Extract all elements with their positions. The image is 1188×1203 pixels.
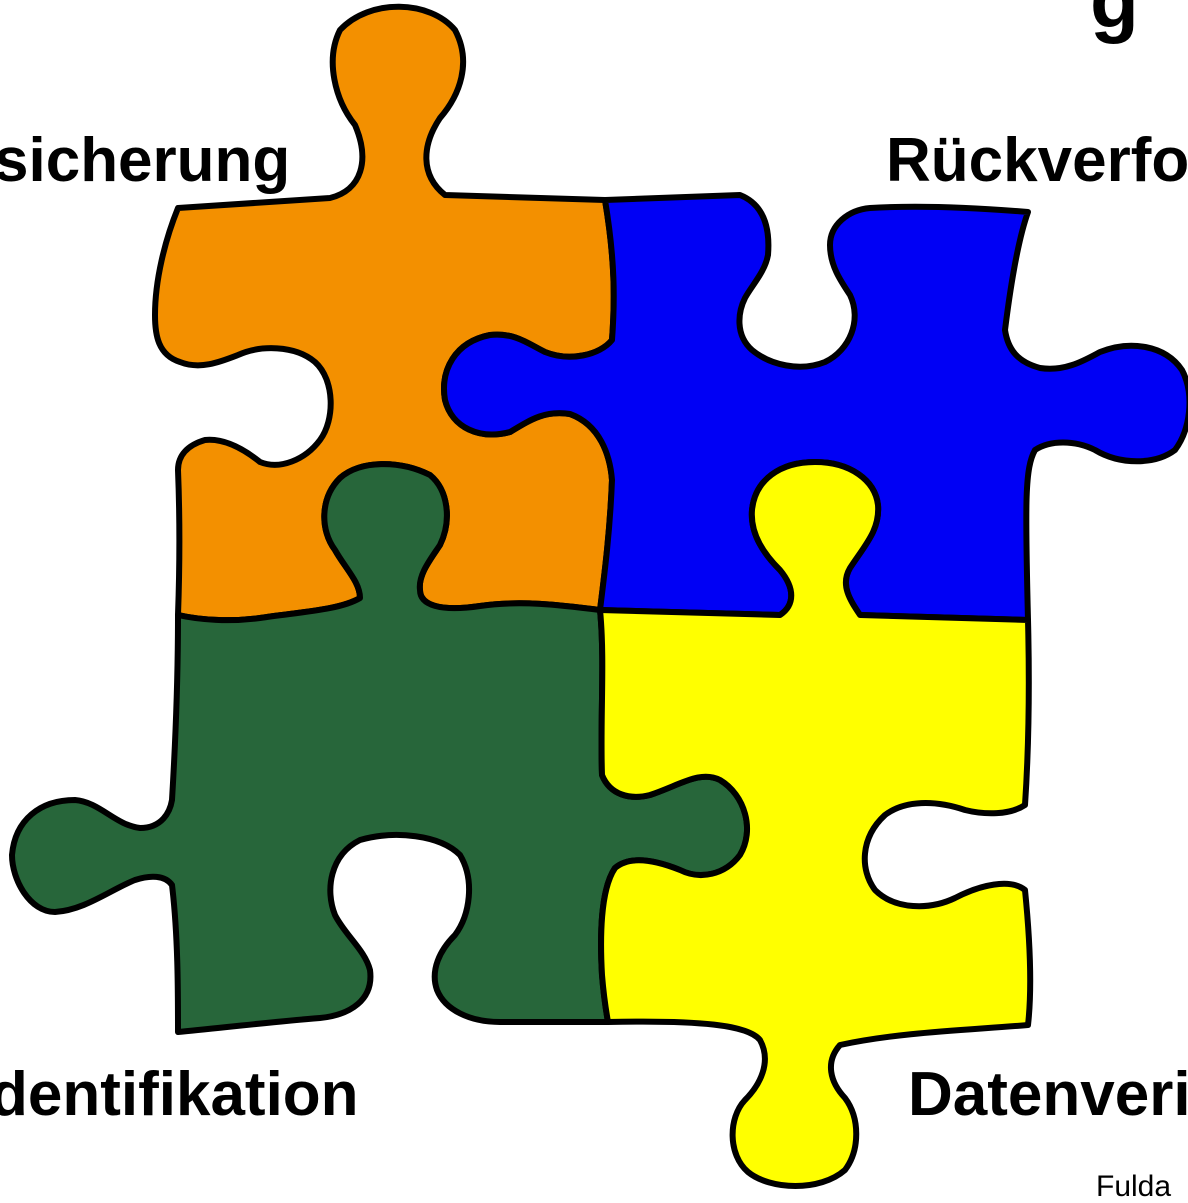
corner-note: Fulda bbox=[1096, 1170, 1172, 1203]
label-bottom-left: dentifikation bbox=[0, 1060, 359, 1129]
title-fragment: g bbox=[1090, 0, 1139, 40]
blue-puzzle-piece bbox=[441, 192, 1188, 623]
yellow-puzzle-piece bbox=[597, 459, 1034, 1189]
label-top-right: Rückverfo bbox=[886, 126, 1188, 195]
label-top-left: sicherung bbox=[0, 126, 291, 195]
label-bottom-right: Datenveri bbox=[908, 1060, 1188, 1129]
